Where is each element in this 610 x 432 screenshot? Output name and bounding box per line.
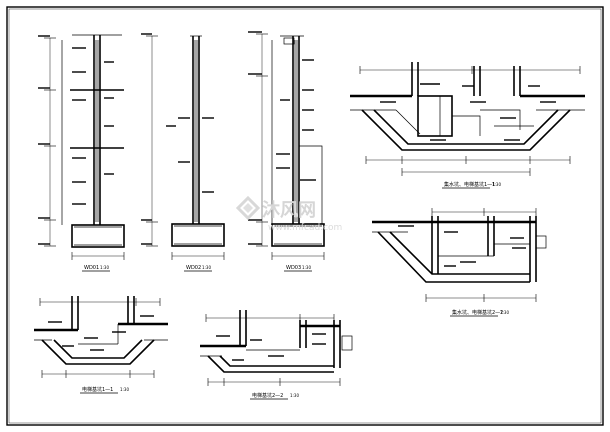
caption-wall3: WD03	[286, 265, 301, 271]
drawing-frame	[6, 6, 604, 426]
wall-detail-3: WD03 1:30	[248, 31, 325, 272]
caption-wall2: WD02	[186, 265, 201, 271]
caption-section-a: 集水坑、电梯基坑1—1	[444, 181, 495, 188]
scale-wall3: 1:30	[302, 265, 311, 270]
scale-section-c: 1:30	[120, 387, 129, 392]
section-pit-b: 集水坑、电梯基坑2—2 1:30	[372, 208, 547, 317]
scale-section-b: 1:30	[500, 310, 509, 315]
caption-section-d: 电梯基坑2—2	[252, 392, 283, 399]
caption-section-c: 电梯基坑1—1	[82, 386, 113, 393]
wall-detail-2: WD02 1:30	[141, 33, 225, 272]
watermark-url: www.mfcad.com	[268, 223, 342, 233]
watermark-logo-icon	[235, 195, 261, 221]
wall-detail-1: WD01 1:30	[38, 34, 125, 272]
caption-wall1: WD01	[84, 265, 99, 271]
caption-section-b: 集水坑、电梯基坑2—2	[452, 309, 503, 316]
scale-wall2: 1:30	[202, 265, 211, 270]
section-pit-c: 电梯基坑1—1 1:30	[34, 296, 168, 394]
watermark: 沐风网 www.mfcad.com	[235, 195, 342, 233]
watermark-text: 沐风网	[262, 199, 316, 221]
section-pit-d: 电梯基坑2—2 1:30	[200, 310, 353, 400]
scale-section-a: 1:30	[492, 182, 501, 187]
section-pit-a: 集水坑、电梯基坑1—1 1:30	[350, 62, 585, 189]
scale-section-d: 1:30	[290, 393, 299, 398]
scale-wall1: 1:30	[100, 265, 109, 270]
